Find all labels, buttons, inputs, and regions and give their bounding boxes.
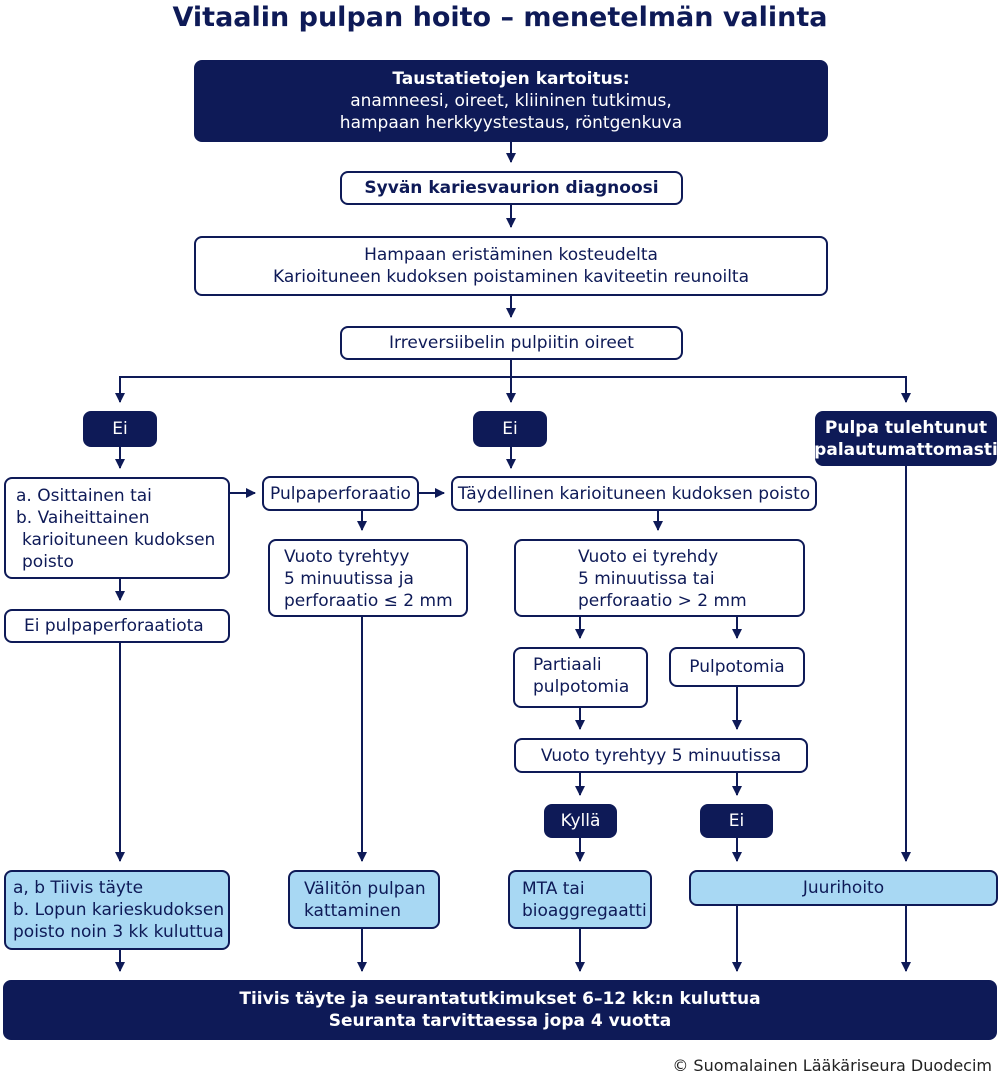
bleeding-does-not-stop-box: Vuoto ei tyrehdy 5 minuutissa tai perfor… xyxy=(514,539,805,617)
removal-option-line: karioituneen kudoksen xyxy=(22,530,216,550)
perforation-label: Pulpaperforaatio xyxy=(270,483,411,504)
diagnosis-label: Syvän kariesvaurion diagnoosi xyxy=(364,178,659,198)
yes-badge: Kyllä xyxy=(544,804,617,838)
root-canal-treatment-box: Juurihoito xyxy=(689,870,998,906)
pulpotomy-label: Pulpotomia xyxy=(689,657,785,677)
no-badge-bottom: Ei xyxy=(700,804,773,838)
isolation-removal-box: Hampaan eristäminen kosteudelta Karioitu… xyxy=(194,236,828,296)
pulp-irreversibly-inflamed-box: Pulpa tulehtunut palautumattomasti xyxy=(814,411,998,466)
pulp-capping-line: kattaminen xyxy=(304,901,402,921)
removal-option-line: poisto xyxy=(22,552,74,572)
final-line: Tiivis täyte ja seurantatutkimukset 6–12… xyxy=(239,989,761,1009)
immediate-pulp-capping-box: Välitön pulpan kattaminen xyxy=(288,870,440,929)
partial-pulpotomy-line: pulpotomia xyxy=(533,677,630,697)
bleeding-not-stop-line: Vuoto ei tyrehdy xyxy=(578,547,719,567)
tight-filling-box: a, b Tiivis täyte b. Lopun karieskudokse… xyxy=(4,870,230,950)
bleeding-5min-label: Vuoto tyrehtyy 5 minuutissa xyxy=(540,745,782,766)
page-title: Vitaalin pulpan hoito – menetelmän valin… xyxy=(172,2,828,33)
partial-or-stepwise-removal-box: a. Osittainen tai b. Vaiheittainen kario… xyxy=(4,477,230,579)
symptoms-label: Irreversiibelin pulpiitin oireet xyxy=(389,333,634,353)
deep-caries-diagnosis-box: Syvän kariesvaurion diagnoosi xyxy=(340,171,683,205)
irreversible-pulpitis-symptoms-box: Irreversiibelin pulpiitin oireet xyxy=(340,326,683,360)
background-info-line: anamneesi, oireet, kliininen tutkimus, xyxy=(350,91,672,111)
no-badge-middle: Ei xyxy=(473,411,547,447)
pulpotomy-box: Pulpotomia xyxy=(669,647,805,687)
bleeding-stops-line: Vuoto tyrehtyy xyxy=(284,547,410,567)
mta-line: bioaggregaatti xyxy=(522,901,647,921)
pulp-perforation-box: Pulpaperforaatio xyxy=(262,476,419,511)
bleeding-not-stop-line: 5 minuutissa tai xyxy=(578,569,715,589)
no-pulp-perforation-box: Ei pulpaperforaatiota xyxy=(4,609,230,643)
removal-option-line: b. Vaiheittainen xyxy=(16,508,150,528)
isolation-line: Hampaan eristäminen kosteudelta xyxy=(364,245,658,265)
bleeding-stops-box: Vuoto tyrehtyy 5 minuutissa ja perforaat… xyxy=(268,539,468,617)
background-info-box: Taustatietojen kartoitus: anamneesi, oir… xyxy=(194,60,828,142)
removal-option-line: a. Osittainen tai xyxy=(16,486,152,506)
complete-removal-label: Täydellinen karioituneen kudoksen poisto xyxy=(457,483,811,504)
tight-filling-line: b. Lopun karieskudoksen xyxy=(13,900,225,920)
mta-line: MTA tai xyxy=(522,879,585,899)
no-label: Ei xyxy=(728,811,745,831)
no-perforation-label: Ei pulpaperforaatiota xyxy=(24,616,204,636)
tight-filling-line: a, b Tiivis täyte xyxy=(13,878,144,898)
final-follow-up-box: Tiivis täyte ja seurantatutkimukset 6–12… xyxy=(3,980,997,1040)
no-badge-left: Ei xyxy=(83,411,157,447)
tight-filling-line: poisto noin 3 kk kuluttua xyxy=(13,922,224,942)
inflamed-line: Pulpa tulehtunut xyxy=(824,417,988,438)
root-canal-label: Juurihoito xyxy=(802,878,885,898)
removal-line: Karioituneen kudoksen poistaminen kavite… xyxy=(272,267,750,287)
mta-bioaggregate-box: MTA tai bioaggregaatti xyxy=(508,870,652,929)
complete-caries-removal-box: Täydellinen karioituneen kudoksen poisto xyxy=(451,476,817,511)
partial-pulpotomy-box: Partiaali pulpotomia xyxy=(513,647,648,708)
background-info-line: hampaan herkkyystestaus, röntgenkuva xyxy=(339,113,683,133)
bleeding-stops-line: 5 minuutissa ja xyxy=(284,569,414,589)
no-label: Ei xyxy=(112,419,128,439)
no-label: Ei xyxy=(502,419,518,439)
bleeding-not-stop-line: perforaatio > 2 mm xyxy=(578,591,747,611)
inflamed-line: palautumattomasti xyxy=(814,439,998,460)
yes-label: Kyllä xyxy=(560,811,601,831)
copyright-text: © Suomalainen Lääkäriseura Duodecim xyxy=(672,1056,992,1075)
bleeding-stops-line: perforaatio ≤ 2 mm xyxy=(284,591,453,611)
background-info-heading: Taustatietojen kartoitus: xyxy=(392,69,630,89)
partial-pulpotomy-line: Partiaali xyxy=(533,655,602,675)
bleeding-stops-5min-box: Vuoto tyrehtyy 5 minuutissa xyxy=(514,738,808,773)
pulp-capping-line: Välitön pulpan xyxy=(304,879,426,899)
final-line: Seuranta tarvittaessa jopa 4 vuotta xyxy=(328,1011,672,1031)
